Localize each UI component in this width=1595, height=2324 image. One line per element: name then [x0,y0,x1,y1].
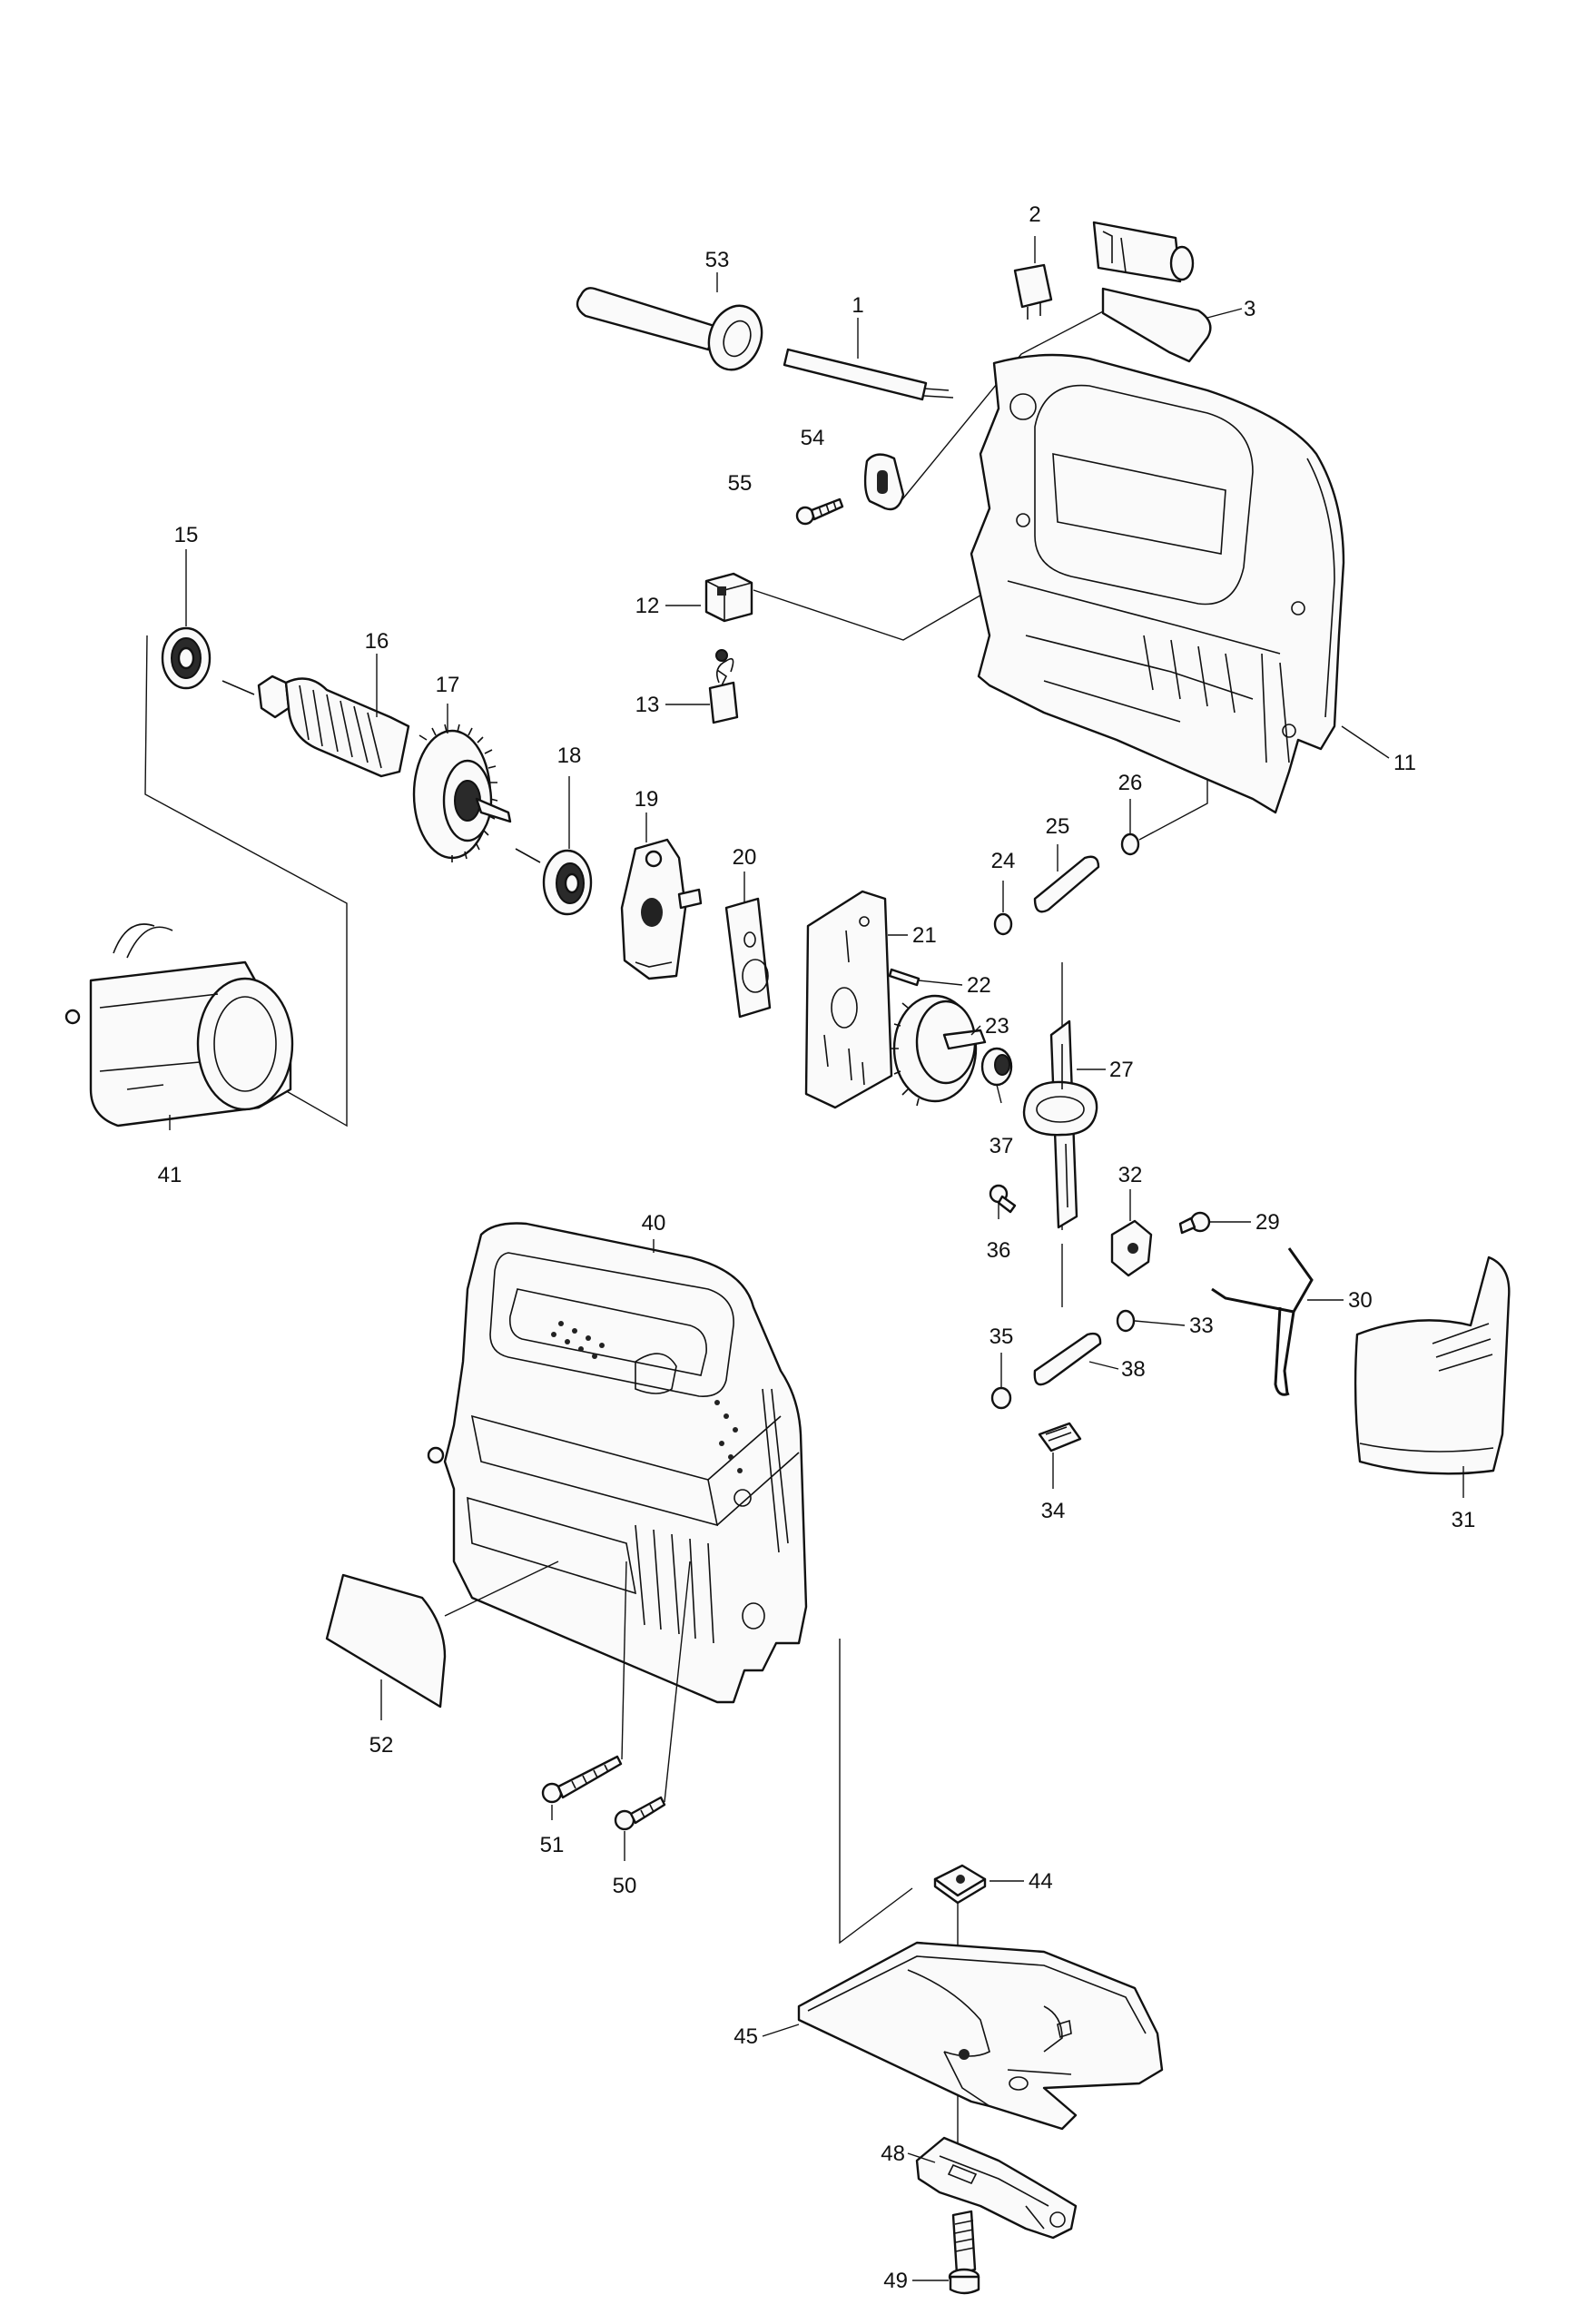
label-36: 36 [987,1238,1011,1263]
label-38: 38 [1121,1357,1146,1382]
label-2: 2 [1029,202,1040,227]
label-17: 17 [436,673,460,697]
label-50: 50 [613,1874,637,1898]
label-34: 34 [1041,1499,1066,1523]
part-17-fan [412,724,512,862]
label-32: 32 [1118,1163,1143,1187]
label-33: 33 [1189,1314,1214,1338]
label-19: 19 [635,787,659,812]
part-53-grip [576,287,763,371]
label-23: 23 [985,1014,1009,1039]
part-54-cord-clamp [863,453,905,511]
label-15: 15 [174,523,199,547]
part-31-cover [1354,1256,1511,1475]
part-15-ball-bearing [161,626,212,690]
part-44-nut [933,1864,987,1905]
part-3-switch [1092,221,1212,363]
label-18: 18 [557,743,582,768]
label-51: 51 [540,1833,565,1857]
part-18-ball-bearing [515,848,593,916]
callout-leaders [169,236,1464,2281]
part-25-slider [1033,855,1100,913]
part-13-carbon-brush [708,649,739,724]
label-54: 54 [801,426,825,450]
label-29: 29 [1255,1210,1280,1235]
part-27-slider-plate [1022,1019,1098,1229]
part-2-switch-element [1013,263,1053,320]
part-52-label [325,1561,559,1709]
label-52: 52 [369,1733,394,1758]
label-25: 25 [1046,814,1070,839]
label-55: 55 [728,471,753,496]
part-24-ring [993,912,1013,936]
vent-holes [551,1321,743,1473]
label-21: 21 [912,923,937,948]
part-22-pin [888,968,921,987]
label-27: 27 [1109,1058,1134,1082]
label-40: 40 [642,1211,666,1236]
part-55-screw [795,497,844,526]
part-51-screw [541,1561,627,1804]
label-11: 11 [1393,751,1416,775]
part-49-bolt [948,2210,980,2295]
part-29-screw [1178,1211,1211,1235]
part-19-bearing-retainer [620,838,703,980]
label-35: 35 [989,1324,1014,1349]
label-30: 30 [1348,1288,1373,1313]
label-48: 48 [881,2142,905,2166]
part-36-screw [989,1184,1017,1214]
label-37: 37 [989,1134,1014,1158]
label-53: 53 [705,248,730,272]
label-41: 41 [158,1163,182,1187]
part-23-gear [891,994,987,1107]
part-20-plate [724,897,772,1019]
part-48-clamp [915,2136,1078,2240]
part-16-armature [222,675,410,778]
label-12: 12 [635,594,660,618]
part-11-motor-housing-right [970,353,1345,814]
label-31: 31 [1452,1508,1476,1532]
part-34-pad [1038,1422,1082,1452]
part-21-gear-plate [804,890,893,1109]
part-30-wire [1211,1247,1314,1396]
label-24: 24 [991,849,1016,873]
label-13: 13 [635,693,660,717]
label-1: 1 [852,293,863,318]
part-38-slider [1033,1332,1102,1386]
label-16: 16 [365,629,389,654]
part-45-base [797,1941,1164,2131]
label-20: 20 [733,845,757,870]
part-32-block [1110,1219,1153,1277]
part-41-field [64,923,294,1128]
label-45: 45 [734,2024,758,2049]
part-12-brush-holder [704,572,753,623]
part-35-ring [990,1386,1012,1410]
label-22: 22 [967,973,991,998]
part-33-ring [1116,1309,1136,1333]
label-44: 44 [1029,1869,1053,1894]
label-49: 49 [883,2269,908,2293]
part-labels: 53 1 2 3 54 55 11 12 13 15 16 17 18 19 2… [158,202,1476,2293]
part-26-ring [1120,832,1140,856]
label-26: 26 [1118,771,1143,795]
label-3: 3 [1244,297,1255,321]
part-40-housing-left [427,1222,808,1704]
part-37-roller [980,1047,1013,1087]
part-50-screw [614,1561,691,1831]
part-1-cord [783,348,954,401]
